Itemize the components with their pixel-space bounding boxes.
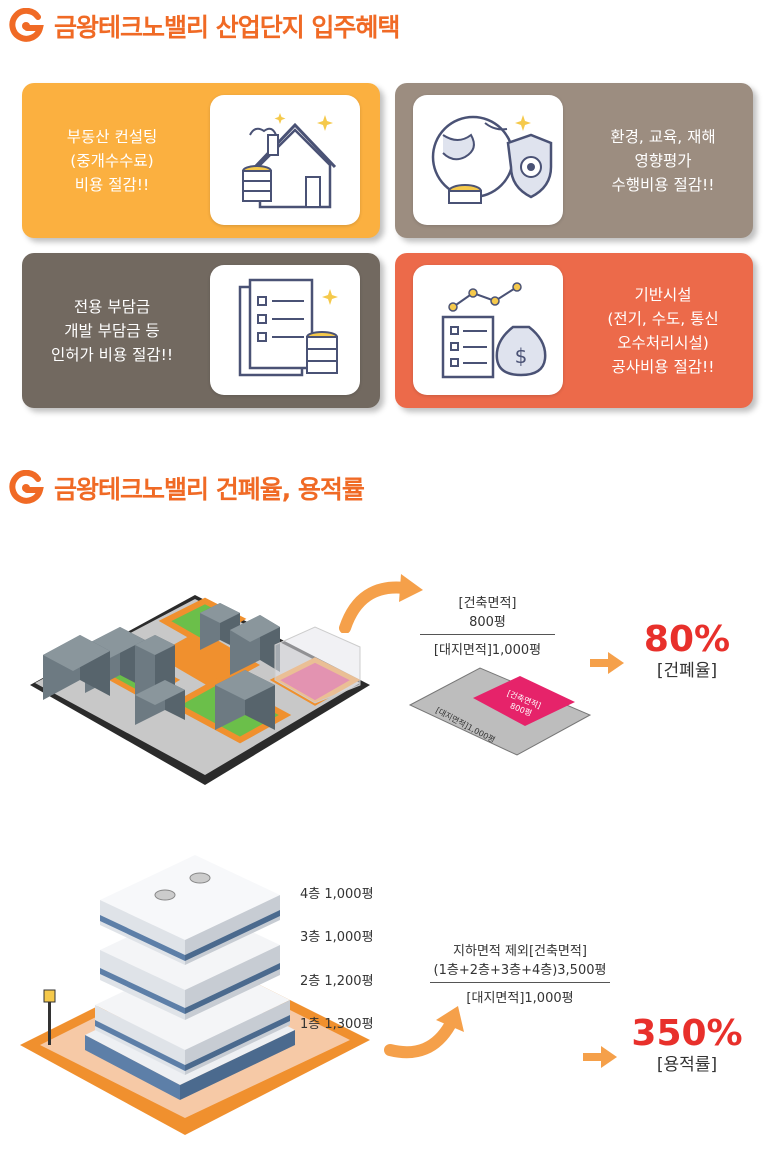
coverage-numerator-label: [건축면적] — [458, 596, 517, 611]
ratios-title: 금왕테크노밸리 건폐율, 용적률 — [54, 475, 365, 504]
floor-label-4: 4층 1,000평 — [300, 887, 374, 902]
isometric-city-block-illustration — [30, 595, 370, 785]
card-line: 기반시설 — [634, 285, 692, 304]
benefit-card-consulting: 부동산 컨설팅 (중개수수료) 비용 절감!! — [22, 83, 380, 238]
card-line: 환경, 교육, 재해 — [610, 127, 716, 146]
coverage-label: [건폐율] — [656, 661, 718, 681]
benefit-card-infrastructure: $ 기반시설 (전기, 수도, 통신 오수처리시설) 공사비용 절감!! — [395, 253, 753, 408]
coverage-result: 80% [건폐율] — [632, 620, 742, 682]
floor-ratio-result: 350% [용적률] — [622, 1014, 752, 1076]
globe-shield-icon — [413, 95, 563, 225]
card-line: 영향평가 — [634, 151, 692, 170]
floor-label-2: 2층 1,200평 — [300, 974, 374, 989]
benefit-card-text: 부동산 컨설팅 (중개수수료) 비용 절감!! — [22, 83, 202, 238]
stacked-building-illustration — [20, 855, 370, 1135]
benefit-card-text: 환경, 교육, 재해 영향평가 수행비용 절감!! — [573, 83, 753, 238]
floor-ratio-denominator: [대지면적]1,000평 — [466, 991, 574, 1006]
fraction-line — [420, 634, 555, 635]
card-line: 부동산 컨설팅 — [66, 127, 158, 146]
benefit-card-assessment: 환경, 교육, 재해 영향평가 수행비용 절감!! — [395, 83, 753, 238]
floor-ratio-numerator-value: (1층+2층+3층+4층)3,500평 — [433, 963, 607, 978]
coverage-denominator: [대지면적]1,000평 — [433, 643, 542, 658]
g-logo-icon — [9, 8, 44, 42]
benefits-title: 금왕테크노밸리 산업단지 입주혜택 — [54, 13, 400, 42]
plot-area-diagram: [건축면적] 800평 [대지면적]1,000평 — [408, 667, 592, 756]
curved-arrow-icon — [384, 1006, 464, 1059]
card-line: 비용 절감!! — [74, 175, 150, 194]
checklist-coins-icon — [210, 265, 360, 395]
card-line: (전기, 수도, 통신 — [607, 309, 719, 328]
card-line: 개발 부담금 등 — [64, 321, 160, 340]
right-arrow-icon — [590, 652, 624, 674]
floor-label-3: 3층 1,000평 — [300, 930, 374, 945]
house-coins-icon — [210, 95, 360, 225]
coverage-fraction: [건축면적] 800평 [대지면적]1,000평 — [420, 592, 555, 658]
curved-arrow-icon — [339, 574, 423, 633]
floor-ratio-label: [용적률] — [656, 1055, 718, 1075]
benefit-card-text: 기반시설 (전기, 수도, 통신 오수처리시설) 공사비용 절감!! — [573, 253, 753, 408]
card-line: 오수처리시설) — [617, 333, 709, 352]
right-arrow-icon — [583, 1046, 617, 1068]
floor-label-1: 1층 1,300평 — [300, 1017, 374, 1032]
coverage-numerator-value: 800평 — [469, 615, 506, 630]
card-line: 수행비용 절감!! — [611, 175, 715, 194]
fraction-line — [430, 982, 610, 983]
floor-ratio-fraction: 지하면적 제외[건축면적] (1층+2층+3층+4층)3,500평 [대지면적]… — [430, 940, 610, 1006]
card-line: 인허가 비용 절감!! — [50, 345, 174, 364]
card-line: (중개수수료) — [70, 151, 154, 170]
card-line: 공사비용 절감!! — [611, 357, 715, 376]
floor-4 — [100, 855, 280, 965]
section-title-ratios: 금왕테크노밸리 건폐율, 용적률 — [8, 470, 365, 506]
section-title-benefits: 금왕테크노밸리 산업단지 입주혜택 — [8, 8, 400, 44]
benefit-card-text: 전용 부담금 개발 부담금 등 인허가 비용 절감!! — [22, 253, 202, 408]
coverage-percent: 80% — [643, 619, 731, 660]
svg-text:$: $ — [515, 344, 528, 368]
floor-ratio-numerator-label: 지하면적 제외[건축면적] — [453, 944, 587, 959]
street-lamp-icon — [43, 989, 56, 1045]
floor-ratio-percent: 350% — [631, 1013, 743, 1054]
card-line: 전용 부담금 — [73, 297, 151, 316]
g-logo-icon — [9, 470, 44, 504]
chart-document-money-icon: $ — [413, 265, 563, 395]
benefit-card-permits: 전용 부담금 개발 부담금 등 인허가 비용 절감!! — [22, 253, 380, 408]
